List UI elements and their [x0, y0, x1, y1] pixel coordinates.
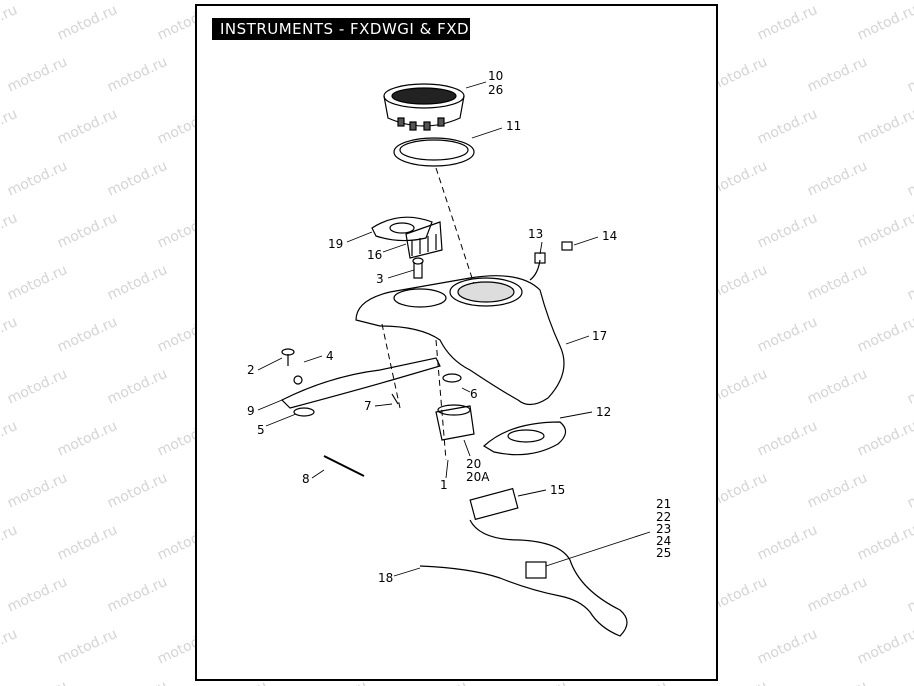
lower-cover-part [483, 421, 567, 456]
connector-bracket-part [405, 221, 443, 259]
callout-3: 3 [376, 272, 384, 286]
bracket-plate-part [280, 357, 441, 409]
callout-22: 22 [656, 510, 671, 524]
callout-20a: 20A [466, 470, 490, 484]
callout-11: 11 [506, 119, 521, 133]
gasket-ring-part [393, 137, 475, 167]
callout-24: 24 [656, 534, 671, 548]
callout-12: 12 [596, 405, 611, 419]
callout-17: 17 [592, 329, 607, 343]
callout-21: 21 [656, 497, 671, 511]
callout-25: 25 [656, 546, 671, 560]
indicator-lamp-part [435, 404, 475, 441]
callout-1: 1 [440, 478, 448, 492]
callout-2: 2 [247, 363, 255, 377]
callout-7: 7 [364, 399, 372, 413]
diagram-title: INSTRUMENTS - FXDWGI & FXD35 [212, 18, 489, 40]
callout-9: 9 [247, 404, 255, 418]
screw-part [412, 257, 424, 279]
callout-6: 6 [470, 387, 478, 401]
callout-13: 13 [528, 227, 543, 241]
speedometer-part [383, 83, 465, 131]
diagram-frame [195, 4, 718, 681]
mounting-gasket-part [371, 216, 433, 242]
callout-15: 15 [550, 483, 565, 497]
callout-16: 16 [367, 248, 382, 262]
callout-23: 23 [656, 522, 671, 536]
callout-5: 5 [257, 423, 265, 437]
callout-4: 4 [326, 349, 334, 363]
callout-19: 19 [328, 237, 343, 251]
callout-26: 26 [488, 83, 503, 97]
wiring-harness-part [419, 487, 628, 637]
console-housing-part [355, 275, 565, 406]
callout-14: 14 [602, 229, 617, 243]
callout-8: 8 [302, 472, 310, 486]
callout-10: 10 [488, 69, 503, 83]
callout-20: 20 [466, 457, 481, 471]
callout-18: 18 [378, 571, 393, 585]
